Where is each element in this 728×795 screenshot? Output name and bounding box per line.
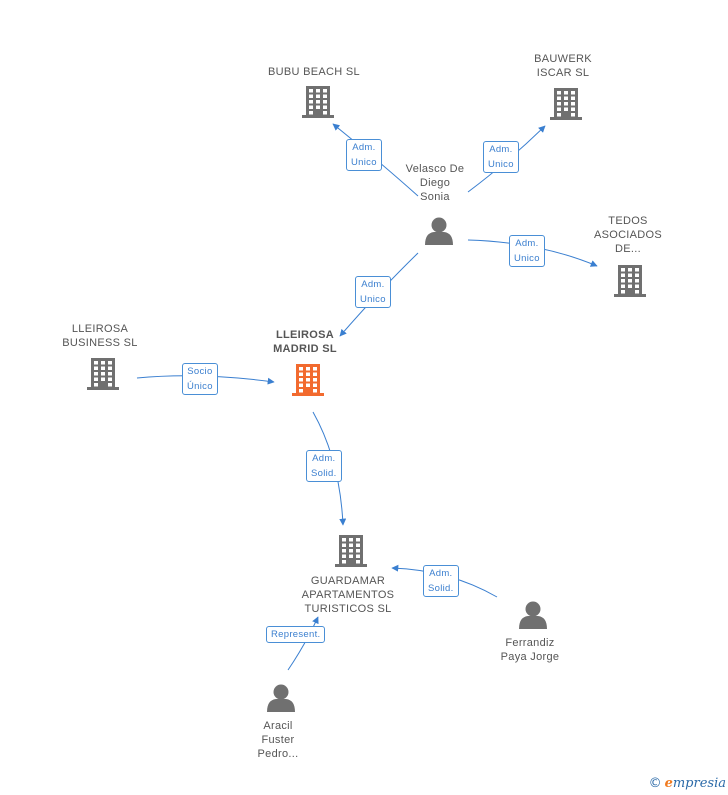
- edge-label-madrid-guardamar[interactable]: Adm. Solid.: [306, 450, 342, 482]
- node-label-bauwerk-iscar[interactable]: BAUWERK ISCAR SL: [534, 53, 592, 79]
- building-icon-bauwerk-iscar[interactable]: [550, 88, 582, 120]
- person-icon-aracil[interactable]: [267, 684, 295, 713]
- edge-label-ferrandiz-guardamar[interactable]: Adm. Solid.: [423, 565, 459, 597]
- node-label-tedos[interactable]: TEDOS ASOCIADOS DE...: [593, 215, 663, 255]
- copyright-icon: ©: [648, 776, 662, 791]
- building-icon-bubu-beach[interactable]: [302, 86, 334, 118]
- node-label-ferrandiz[interactable]: Ferrandiz Paya Jorge: [500, 637, 560, 663]
- building-icon-guardamar[interactable]: [335, 535, 367, 567]
- person-icon-ferrandiz[interactable]: [519, 601, 547, 630]
- node-label-guardamar[interactable]: GUARDAMAR APARTAMENTOS TURISTICOS SL: [301, 575, 395, 615]
- edge-label-velasco-bubu[interactable]: Adm. Unico: [346, 139, 382, 171]
- node-label-lleirosa-business[interactable]: LLEIROSA BUSINESS SL: [62, 323, 138, 349]
- edge-label-business-madrid[interactable]: Socio Único: [182, 363, 218, 395]
- empresia-logo[interactable]: ©empresia: [648, 776, 726, 791]
- building-icon-lleirosa-business[interactable]: [87, 358, 119, 390]
- building-icon-tedos[interactable]: [614, 265, 646, 297]
- node-label-velasco[interactable]: Velasco De Diego Sonia: [405, 163, 465, 203]
- edge-aracil-guardamar: [287, 616, 319, 671]
- node-label-aracil[interactable]: Aracil Fuster Pedro...: [257, 720, 299, 760]
- edge-label-velasco-madrid[interactable]: Adm. Unico: [355, 276, 391, 308]
- building-icon-lleirosa-madrid[interactable]: [292, 364, 324, 396]
- edge-label-aracil-guardamar[interactable]: Represent.: [266, 626, 326, 643]
- node-label-lleirosa-madrid[interactable]: LLEIROSA MADRID SL: [273, 329, 337, 355]
- node-label-bubu-beach[interactable]: BUBU BEACH SL: [268, 66, 360, 78]
- edge-label-velasco-tedos[interactable]: Adm. Unico: [509, 235, 545, 267]
- person-icon-velasco[interactable]: [425, 217, 453, 246]
- edge-label-velasco-bauwerk[interactable]: Adm. Unico: [483, 141, 519, 173]
